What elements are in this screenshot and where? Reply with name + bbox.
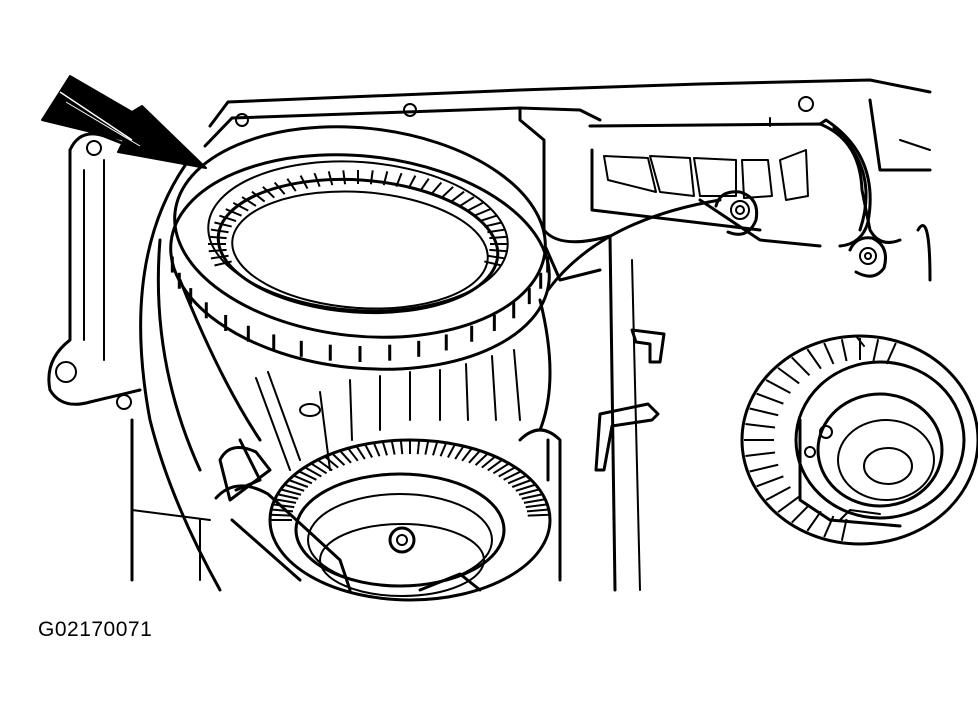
valve-body-ribs (588, 98, 932, 282)
clutch-drum (178, 278, 552, 602)
output-hub (740, 334, 978, 546)
retaining-clips (594, 328, 666, 472)
transmission-case (47, 78, 932, 592)
figure-id-label: G02170071 (38, 618, 153, 641)
arrow-icon (41, 75, 207, 169)
snap-ring (169, 125, 551, 371)
internal-line (546, 198, 722, 292)
lower-bracket (214, 438, 482, 592)
